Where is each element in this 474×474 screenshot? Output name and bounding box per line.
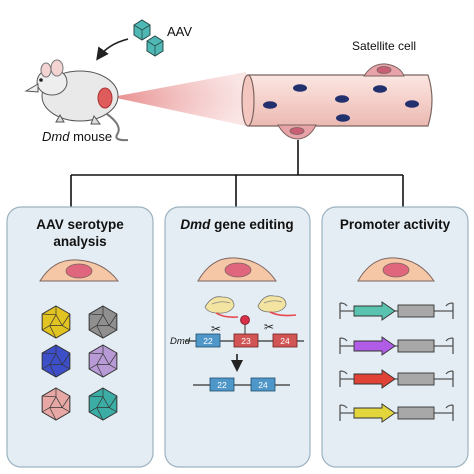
itr-icon (445, 370, 454, 387)
promoter-construct (339, 403, 454, 423)
branch-connector (70, 140, 404, 207)
injection-arrow-icon (96, 38, 129, 61)
exon-label: 24 (280, 336, 290, 346)
aav-capsid-icon (88, 387, 118, 421)
promoter-construct (339, 369, 454, 389)
exon-box: 24 (272, 333, 298, 348)
edited-exon-box: 24 (250, 377, 276, 392)
serotype-capsid-grid (41, 305, 118, 421)
promoter-arrow (353, 336, 396, 356)
itr-icon (339, 302, 348, 319)
mouse-label: Dmd mouse (42, 129, 112, 144)
reporter-gene (397, 339, 435, 353)
scissors-icon: ✂ (264, 320, 274, 334)
aav-capsid-icon (41, 387, 71, 421)
gene-label: Dmd (170, 336, 191, 347)
myonucleus (293, 84, 307, 92)
reporter-gene (397, 304, 435, 318)
editing-title-gene: Dmd (180, 217, 211, 232)
zoom-cone (112, 72, 246, 126)
satellite-cell-label: Satellite cell (352, 39, 416, 53)
editing-panel-title: Dmd gene editing (180, 217, 293, 232)
aav-label: AAV (167, 24, 192, 39)
satellite-cell (363, 63, 405, 77)
exon-box: 22 (195, 333, 221, 348)
reporter-gene (397, 406, 435, 420)
promoter-construct (339, 301, 454, 321)
itr-icon (445, 302, 454, 319)
mouse-label-rest: mouse (69, 129, 112, 144)
itr-icon (339, 337, 348, 354)
promoter-arrow (353, 403, 396, 423)
promoter-construct (339, 336, 454, 356)
mutation-marker (240, 315, 250, 325)
promoter-arrow (353, 369, 396, 389)
aav-capsid-icon (146, 35, 164, 57)
exon-label: 23 (241, 336, 251, 346)
edited-exon-label: 22 (217, 380, 227, 390)
itr-icon (339, 370, 348, 387)
edited-exon-label: 24 (258, 380, 268, 390)
serotype-panel-title-line2: analysis (53, 234, 106, 249)
satellite-cell-icon (197, 257, 277, 282)
promoter-panel-title: Promoter activity (340, 217, 451, 232)
aav-capsid-icon (88, 344, 118, 378)
satellite-cell-icon (39, 259, 119, 282)
aav-capsid-icon (41, 344, 71, 378)
scissors-icon: ✂ (211, 322, 221, 336)
aav-capsid-icon (41, 305, 71, 339)
mouse-label-gene: Dmd (42, 129, 70, 144)
reporter-gene (397, 372, 435, 386)
cas9-icon (257, 295, 297, 317)
edited-exon-box: 22 (209, 377, 235, 392)
exon-box: 23 (233, 333, 259, 348)
promoter-arrow (353, 301, 396, 321)
serotype-panel-title-line1: AAV serotype (36, 217, 124, 232)
exon-label: 22 (203, 336, 213, 346)
satellite-cell-icon (357, 257, 435, 282)
myonucleus (405, 100, 419, 108)
mouse-icon (24, 59, 129, 142)
promoter-panel (321, 206, 469, 468)
aav-capsid-icon (88, 305, 118, 339)
myonucleus (263, 101, 277, 109)
itr-icon (445, 337, 454, 354)
aav-capsid-icon (133, 19, 151, 41)
myonucleus (373, 85, 387, 93)
satellite-cell (277, 124, 317, 140)
itr-icon (339, 404, 348, 421)
cas9-icon (204, 296, 239, 318)
itr-icon (445, 404, 454, 421)
promoter-constructs (339, 301, 454, 423)
myonucleus (335, 95, 349, 103)
editing-title-rest: gene editing (210, 217, 293, 232)
myonucleus (336, 114, 350, 122)
